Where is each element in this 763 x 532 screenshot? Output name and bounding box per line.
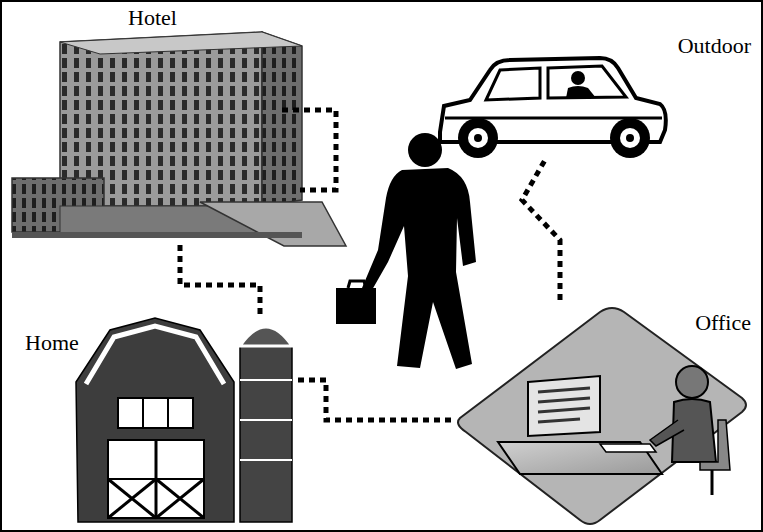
- car: [440, 58, 666, 158]
- office-node: Office: [455, 300, 757, 525]
- travel-path: [180, 245, 260, 315]
- location-label: Office: [695, 310, 751, 336]
- office-scene: [458, 308, 746, 524]
- businessman-silhouette: [336, 133, 476, 369]
- barn: [76, 318, 292, 522]
- hotel-building: [12, 32, 346, 246]
- location-label: Home: [25, 330, 79, 356]
- location-label: Hotel: [128, 5, 177, 31]
- hotel-node: Hotel: [10, 5, 340, 245]
- travel-path: [298, 380, 455, 420]
- location-label: Outdoor: [678, 33, 751, 59]
- outdoor-node: Outdoor: [435, 25, 757, 160]
- home-node: Home: [18, 315, 298, 525]
- travel-path: [522, 160, 560, 300]
